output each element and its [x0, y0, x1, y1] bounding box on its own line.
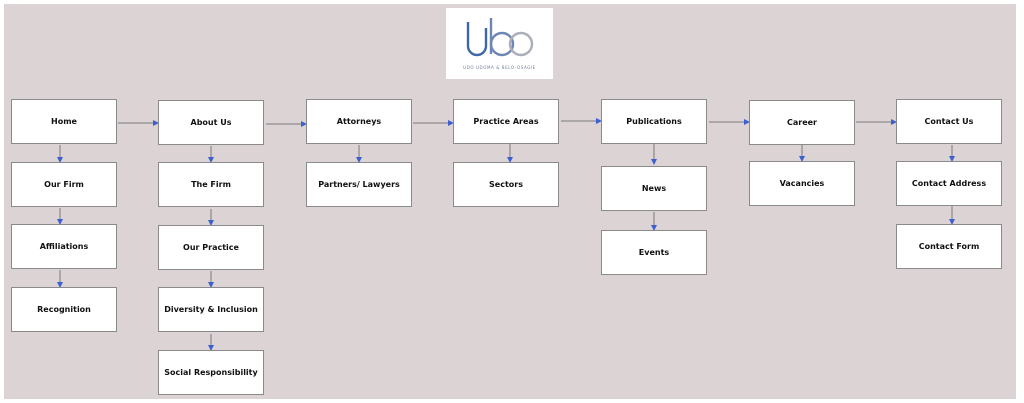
node-vacancies[interactable]: Vacancies [749, 161, 855, 206]
sitemap-canvas: UDO UDOMA & BELO-OSAGIE Home Our Firm [4, 4, 1016, 399]
node-attorneys[interactable]: Attorneys [306, 99, 412, 144]
node-our-practice[interactable]: Our Practice [158, 225, 264, 270]
node-events[interactable]: Events [601, 230, 707, 275]
node-contact-address[interactable]: Contact Address [896, 161, 1002, 206]
company-logo: UDO UDOMA & BELO-OSAGIE [446, 8, 553, 79]
node-sectors[interactable]: Sectors [453, 162, 559, 207]
node-career[interactable]: Career [749, 100, 855, 145]
node-partners-lawyers[interactable]: Partners/ Lawyers [306, 162, 412, 207]
node-our-firm[interactable]: Our Firm [11, 162, 117, 207]
node-recognition[interactable]: Recognition [11, 287, 117, 332]
node-home[interactable]: Home [11, 99, 117, 144]
node-diversity-inclusion[interactable]: Diversity & Inclusion [158, 287, 264, 332]
node-practice-areas[interactable]: Practice Areas [453, 99, 559, 144]
node-contact-us[interactable]: Contact Us [896, 99, 1002, 144]
logo-mark [466, 18, 534, 57]
node-about-us[interactable]: About Us [158, 100, 264, 145]
node-publications[interactable]: Publications [601, 99, 707, 144]
logo-tagline: UDO UDOMA & BELO-OSAGIE [463, 65, 536, 70]
node-the-firm[interactable]: The Firm [158, 162, 264, 207]
connector-layer [57, 118, 955, 351]
node-social-responsibility[interactable]: Social Responsibility [158, 350, 264, 395]
node-news[interactable]: News [601, 166, 707, 211]
node-affiliations[interactable]: Affiliations [11, 224, 117, 269]
node-contact-form[interactable]: Contact Form [896, 224, 1002, 269]
